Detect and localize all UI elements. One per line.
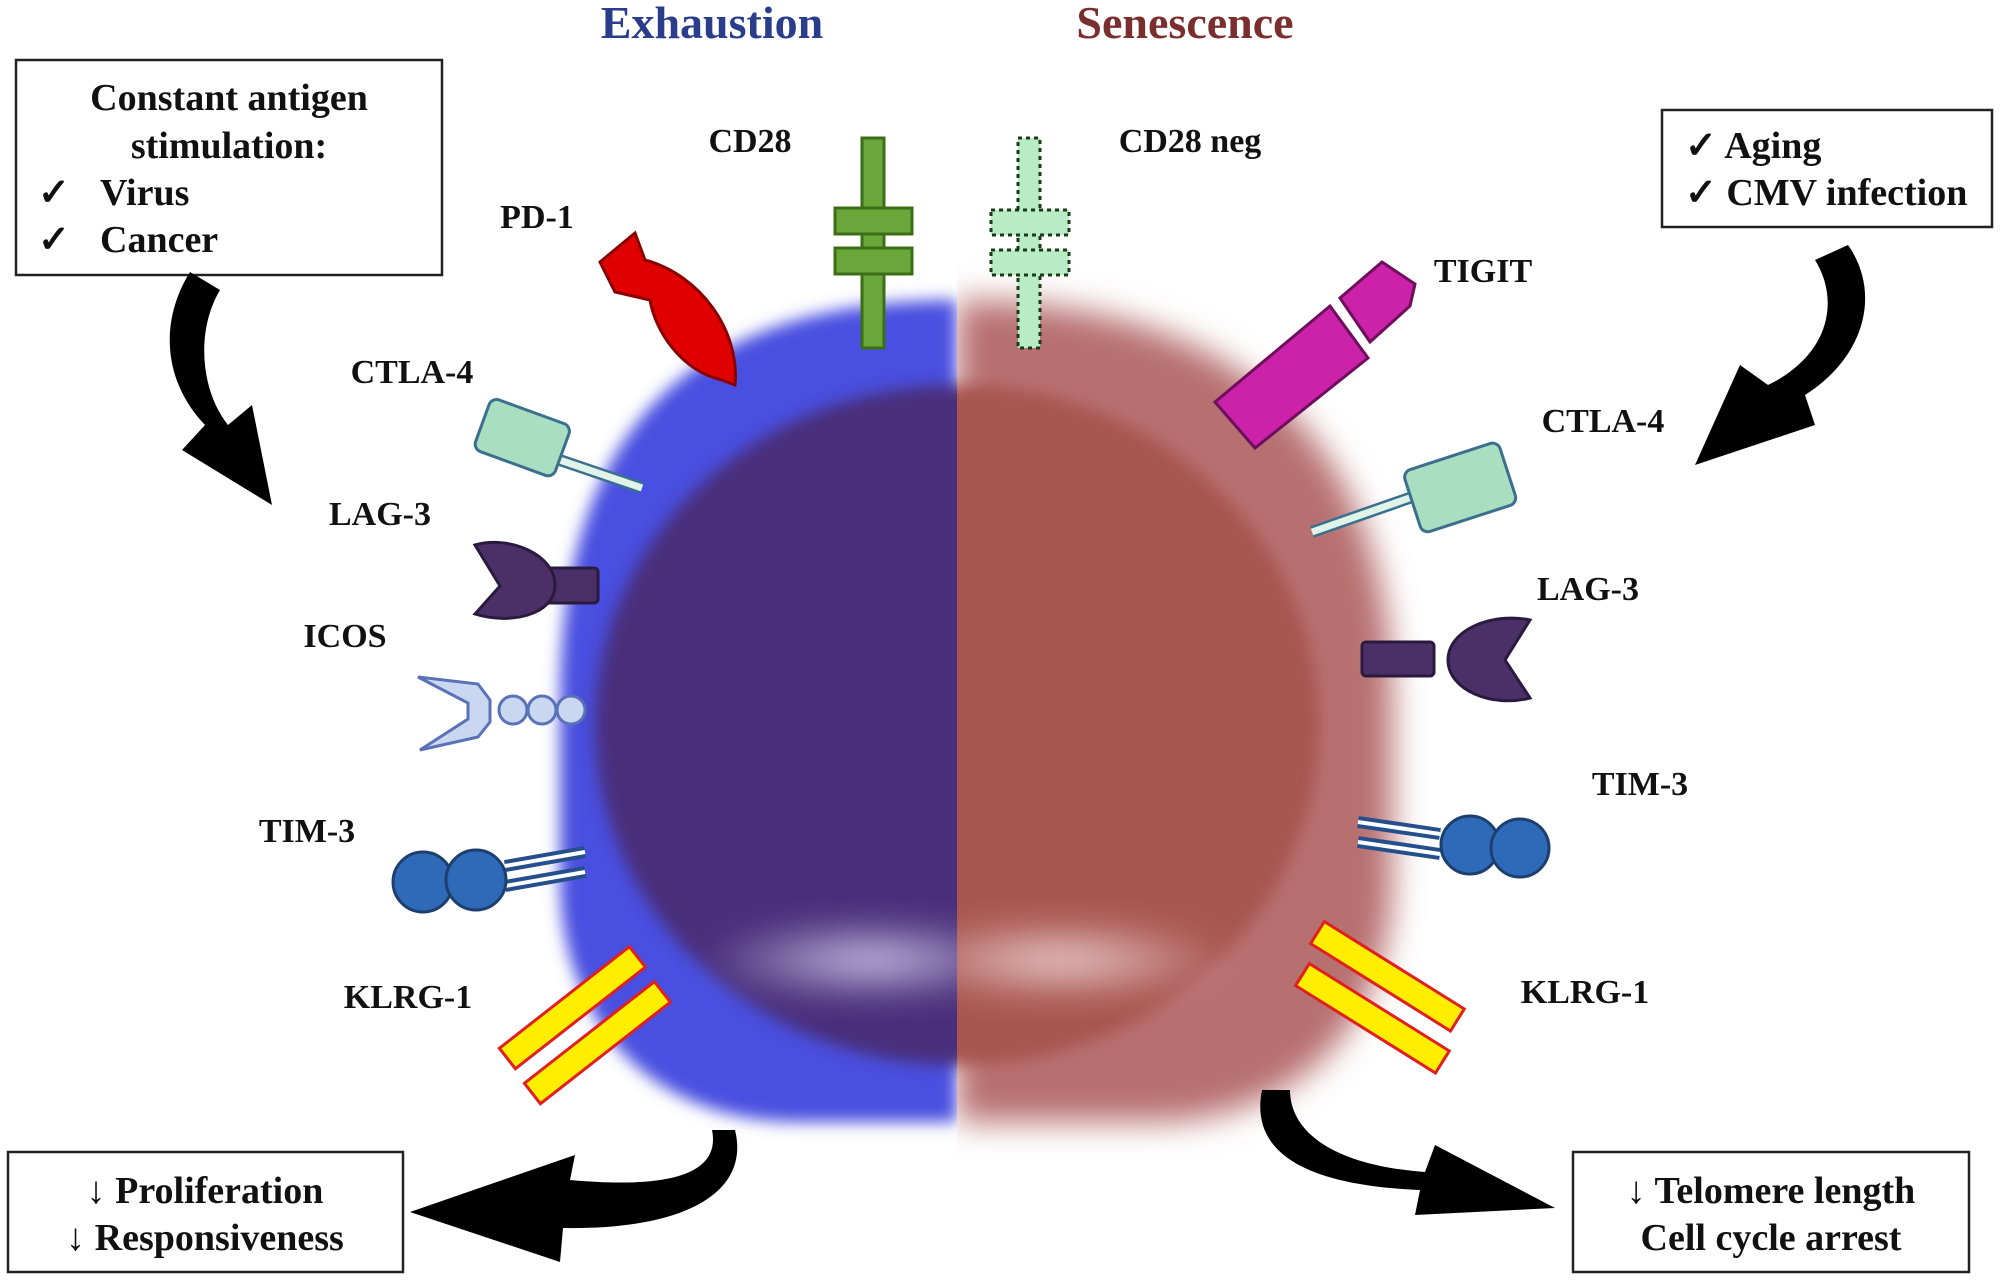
cause-left-line2: stimulation: — [131, 125, 327, 167]
outcome-right-line1: ↓ Telomere length — [1627, 1170, 1916, 1212]
arrow-icon-bottom-right — [1260, 1090, 1555, 1215]
arrow-icon-top-left — [169, 272, 272, 505]
title-exhaustion: Exhaustion — [601, 0, 823, 48]
pd1-receptor-icon — [598, 230, 737, 388]
outcome-right-line2: Cell cycle arrest — [1641, 1217, 1902, 1259]
cd28neg-label: CD28 neg — [1119, 123, 1262, 160]
exhaustion-cell-half — [560, 300, 957, 1122]
senescence-nucleus — [957, 385, 1319, 1065]
title-senescence: Senescence — [1076, 0, 1293, 48]
tigit-label: TIGIT — [1434, 253, 1533, 290]
cause-box-left: Constant antigen stimulation: ✓ Virus ✓ … — [14, 58, 444, 277]
cd28-receptor-icon — [833, 136, 914, 350]
klrg1-right-receptor-icon — [1293, 919, 1467, 1076]
outcome-left-line2: ↓ Responsiveness — [66, 1217, 344, 1259]
outcome-left-line1: ↓ Proliferation — [87, 1170, 324, 1212]
pd1-label: PD-1 — [500, 199, 574, 236]
tim3-left-label: TIM-3 — [259, 813, 355, 850]
check-icon: ✓ — [38, 172, 70, 214]
cause-right-item-aging: ✓ Aging — [1685, 125, 1821, 167]
cause-left-item-virus: Virus — [100, 172, 189, 214]
ctla4-right-label: CTLA-4 — [1542, 403, 1665, 440]
ctla4-left-receptor-icon — [473, 398, 644, 494]
cd28-label: CD28 — [708, 123, 791, 160]
tim3-right-label: TIM-3 — [1592, 766, 1688, 803]
ctla4-left-label: CTLA-4 — [351, 354, 474, 391]
arrow-icon-top-right — [1695, 245, 1866, 465]
cause-left-line1: Constant antigen — [90, 77, 368, 119]
tim3-right-receptor-icon — [1357, 814, 1551, 879]
icos-label: ICOS — [303, 618, 386, 655]
arrow-icon-bottom-left — [410, 1130, 738, 1262]
klrg1-right-label: KLRG-1 — [1521, 974, 1649, 1011]
outcome-box-right: ↓ Telomere length Cell cycle arrest — [1571, 1150, 1971, 1274]
tim3-left-receptor-icon — [391, 846, 587, 914]
cause-box-right: ✓ Aging ✓ CMV infection — [1660, 108, 1994, 229]
cd28neg-receptor-icon — [989, 136, 1071, 350]
tigit-receptor-icon — [1212, 260, 1417, 451]
outcome-box-left: ↓ Proliferation ↓ Responsiveness — [6, 1150, 405, 1274]
klrg1-left-label: KLRG-1 — [344, 979, 472, 1016]
lag3-right-receptor-icon — [1360, 616, 1533, 703]
ctla4-right-receptor-icon — [1310, 441, 1518, 538]
icos-receptor-icon — [417, 675, 587, 752]
senescence-cell-half — [957, 300, 1392, 1122]
check-icon: ✓ — [38, 219, 70, 261]
exhaustion-nucleus — [595, 385, 957, 1065]
lag3-left-label: LAG-3 — [329, 496, 431, 533]
cause-right-item-cmv: ✓ CMV infection — [1685, 172, 1967, 214]
lag3-left-receptor-icon — [472, 540, 600, 620]
klrg1-left-receptor-icon — [497, 944, 673, 1106]
cause-left-item-cancer: Cancer — [100, 219, 218, 261]
lag3-right-label: LAG-3 — [1537, 571, 1639, 608]
